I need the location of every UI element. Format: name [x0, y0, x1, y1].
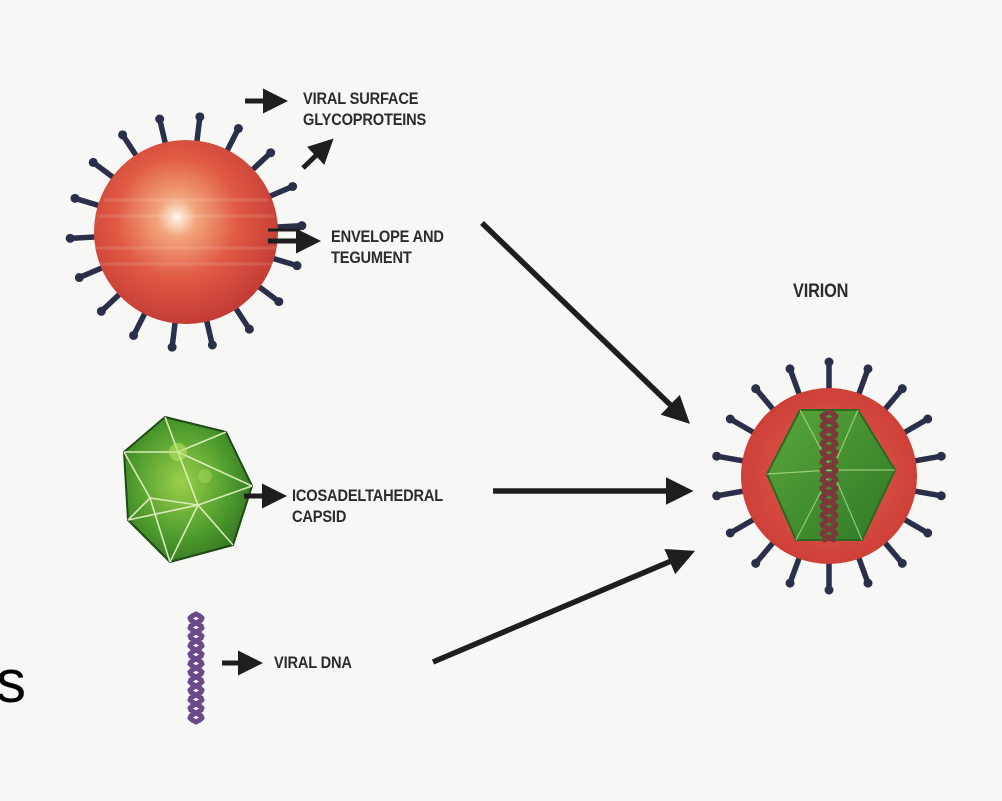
label-envelope-tegument: ENVELOPE AND TEGUMENT	[331, 226, 444, 268]
spike-head	[786, 364, 795, 373]
label-viral-dna: VIRAL DNA	[274, 652, 352, 673]
spike-head	[129, 331, 138, 340]
glycoprotein-spike	[790, 555, 800, 583]
stray-letter: s	[0, 652, 26, 712]
spike-head	[751, 559, 760, 568]
glycoprotein-spike	[790, 369, 800, 397]
spike-head	[825, 358, 834, 367]
spike-head	[712, 452, 721, 461]
spike-head	[155, 115, 164, 124]
spike-head	[118, 130, 127, 139]
envelope-line1: ENVELOPE AND	[331, 226, 444, 247]
spike-head	[923, 415, 932, 424]
capsid-particle	[124, 417, 252, 562]
spike-head	[234, 124, 243, 133]
spike-head	[898, 384, 907, 393]
capsid-line1: ICOSADELTAHEDRAL	[292, 485, 443, 506]
spike-head	[726, 415, 735, 424]
label-virion: VIRION	[793, 281, 848, 302]
spike-head	[70, 194, 79, 203]
spike-head	[863, 579, 872, 588]
spike-head	[75, 273, 84, 282]
label-surface-glycoproteins: VIRAL SURFACE GLYCOPROTEINS	[303, 88, 426, 130]
spike-head	[66, 234, 75, 243]
glycoprotein-spike	[858, 555, 868, 583]
glycoprotein-spike	[858, 369, 868, 397]
spike-head	[898, 559, 907, 568]
spike-head	[293, 261, 302, 270]
spike-head	[937, 491, 946, 500]
glycoproteins-line1: VIRAL SURFACE	[303, 88, 426, 109]
spike-head	[208, 340, 217, 349]
spike-head	[923, 529, 932, 538]
spike-head	[712, 491, 721, 500]
spike-head	[825, 586, 834, 595]
glycoprotein-spike	[717, 491, 747, 496]
glycoproteins-line2: GLYCOPROTEINS	[303, 109, 426, 130]
assembly-arrows	[433, 223, 690, 662]
spike-head	[786, 579, 795, 588]
glycoprotein-spike	[912, 456, 942, 461]
spike-head	[266, 148, 275, 157]
spike-head	[751, 384, 760, 393]
virion-particle	[712, 358, 946, 595]
glycoprotein-spike	[717, 456, 747, 461]
spike-head	[97, 307, 106, 316]
spike-head	[863, 364, 872, 373]
glycoprotein-spike	[912, 491, 942, 496]
envelope-particle	[66, 112, 307, 351]
spike-head	[245, 325, 254, 334]
spike-head	[89, 158, 98, 167]
spike-head	[937, 452, 946, 461]
spike-head	[168, 343, 177, 352]
spike-head	[274, 297, 283, 306]
label-capsid: ICOSADELTAHEDRAL CAPSID	[292, 485, 443, 527]
spike-head	[288, 182, 297, 191]
spike-head	[195, 112, 204, 121]
spike-head	[726, 529, 735, 538]
capsid-line2: CAPSID	[292, 506, 443, 527]
dna-strand	[190, 614, 202, 722]
envelope-line2: TEGUMENT	[331, 247, 444, 268]
